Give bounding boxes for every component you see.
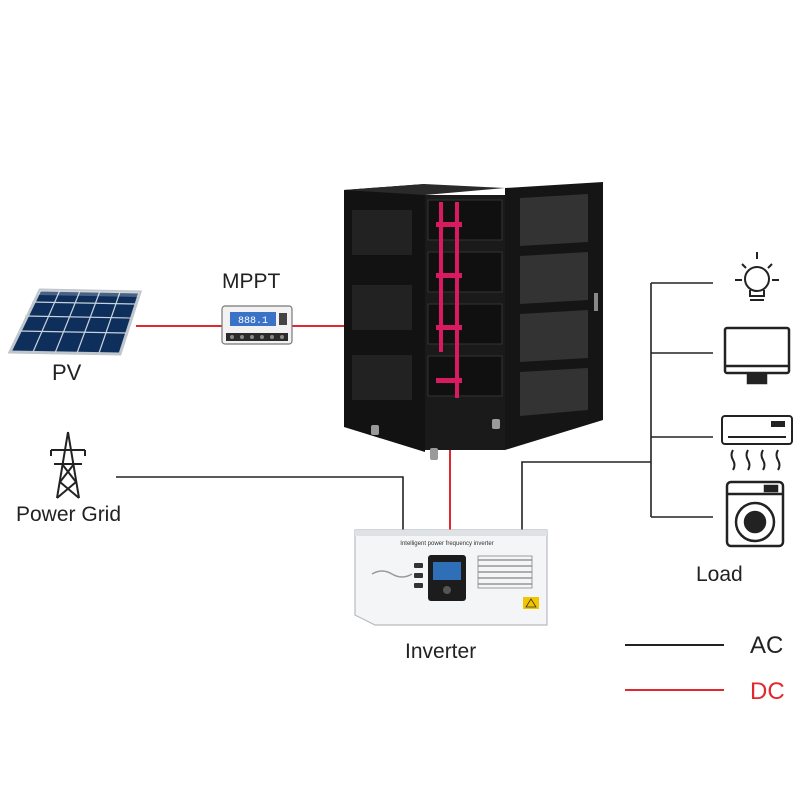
load-label: Load — [696, 563, 743, 586]
mppt-controller-icon: 888.1 — [221, 305, 293, 345]
power-grid-label: Power Grid — [16, 503, 122, 526]
inverter-icon: Intelligent power frequency inverter — [354, 529, 548, 626]
power-tower-icon — [50, 431, 86, 499]
mppt-display-readout: 888.1 — [238, 316, 268, 327]
light-bulb-icon — [735, 252, 779, 301]
dc-wiring — [136, 325, 451, 530]
legend-dc-label: DC — [750, 678, 785, 705]
washing-machine-icon — [725, 480, 785, 548]
mppt-label: MPPT — [222, 270, 281, 293]
solar-panel-icon — [7, 288, 143, 356]
legend-ac-label: AC — [750, 632, 784, 659]
legend — [625, 644, 724, 691]
inverter-label: Inverter — [405, 640, 477, 663]
tv-monitor-icon — [723, 326, 791, 385]
air-conditioner-icon — [721, 415, 793, 471]
battery-cabinet-icon — [344, 182, 603, 460]
inverter-panel-title: Intelligent power frequency inverter — [400, 541, 493, 547]
pv-label: PV — [52, 360, 82, 385]
ac-wiring — [116, 282, 713, 530]
